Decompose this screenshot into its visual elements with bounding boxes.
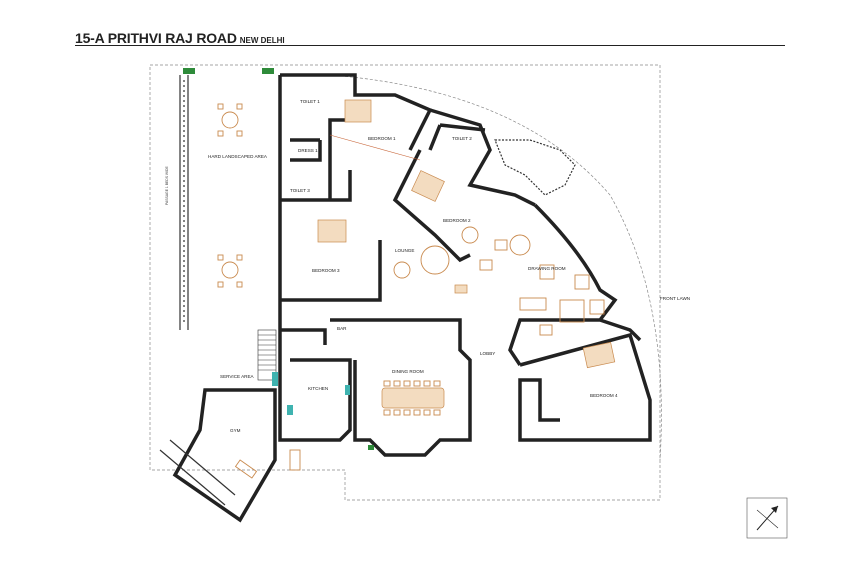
label-toilet3: TOILET 3 [290,188,310,193]
wall-kitchen [278,300,352,442]
bed-bedroom2 [411,170,445,202]
label-service-area: SERVICE AREA [220,374,255,379]
wall-west [280,118,382,302]
service-stair [257,329,277,381]
piano [454,284,468,294]
gym-stair-edge-2 [169,439,236,496]
bed-bedroom3 [317,219,347,243]
label-dining-room: DINING ROOM [392,369,424,374]
wall-bedroom1-block [278,73,433,300]
wall-dress [290,138,322,162]
north-arrow-icon [746,497,788,539]
wall-bedroom4 [518,332,652,442]
bed-bedroom4 [582,341,616,369]
lounge-furniture [393,226,479,294]
label-hard-landscaped-area: HARD LANDSCAPED AREA [208,154,268,159]
label-front-lawn: FRONT LAWN [660,296,690,301]
gym-stair-edge [159,449,226,506]
gate-marker-left [183,68,195,74]
label-toilet1: TOILET 1 [300,99,320,104]
drawing-room-furniture [479,234,605,336]
bed-bedroom1 [344,99,372,123]
label-dress1: DRESS 1 [298,148,318,153]
dimension-line [329,134,421,161]
plot-boundary [149,64,661,501]
wall-drawing-room [508,203,642,366]
wall-bedroom2-block [392,108,536,263]
kitchen-fixture-3 [345,385,350,395]
gym-treadmill [234,459,258,479]
label-toilet2: TOILET 2 [452,136,472,141]
title-underline [75,45,785,46]
wall-toilet2 [428,123,486,151]
label-bedroom3: BEDROOM 3 [312,268,340,273]
label-bedroom2: BEDROOM 2 [443,218,471,223]
gym-bench [289,449,301,471]
label-passage: PASSAGE 1 BEDS WIDE [165,166,169,205]
kitchen-fixture-2 [287,405,293,415]
dining-chairs [383,380,441,416]
wall-dining [350,318,472,457]
wall-gym [172,388,277,523]
dining-table [381,387,445,409]
label-lounge: LOUNGE [395,248,414,253]
kitchen-fixture-1 [272,372,278,386]
label-bedroom1: BEDROOM 1 [368,136,396,141]
label-lobby: LOBBY [480,351,495,356]
front-curved-boundary [329,74,662,461]
label-bedroom4: BEDROOM 4 [590,393,618,398]
page-title: 15-A PRITHVI RAJ ROAD [75,30,237,46]
gate-marker-lower [368,445,374,450]
landscape-furniture [217,103,243,288]
label-bar: BAR [337,326,347,331]
gate-marker-right [262,68,274,74]
rock-garden [494,139,576,196]
label-drawing-room: DRAWING ROOM [528,266,566,271]
title-block: 15-A PRITHVI RAJ ROAD NEW DELHI [75,30,285,46]
label-gym: GYM [230,428,241,433]
label-kitchen: KITCHEN [308,386,328,391]
page-subtitle: NEW DELHI [239,36,285,45]
